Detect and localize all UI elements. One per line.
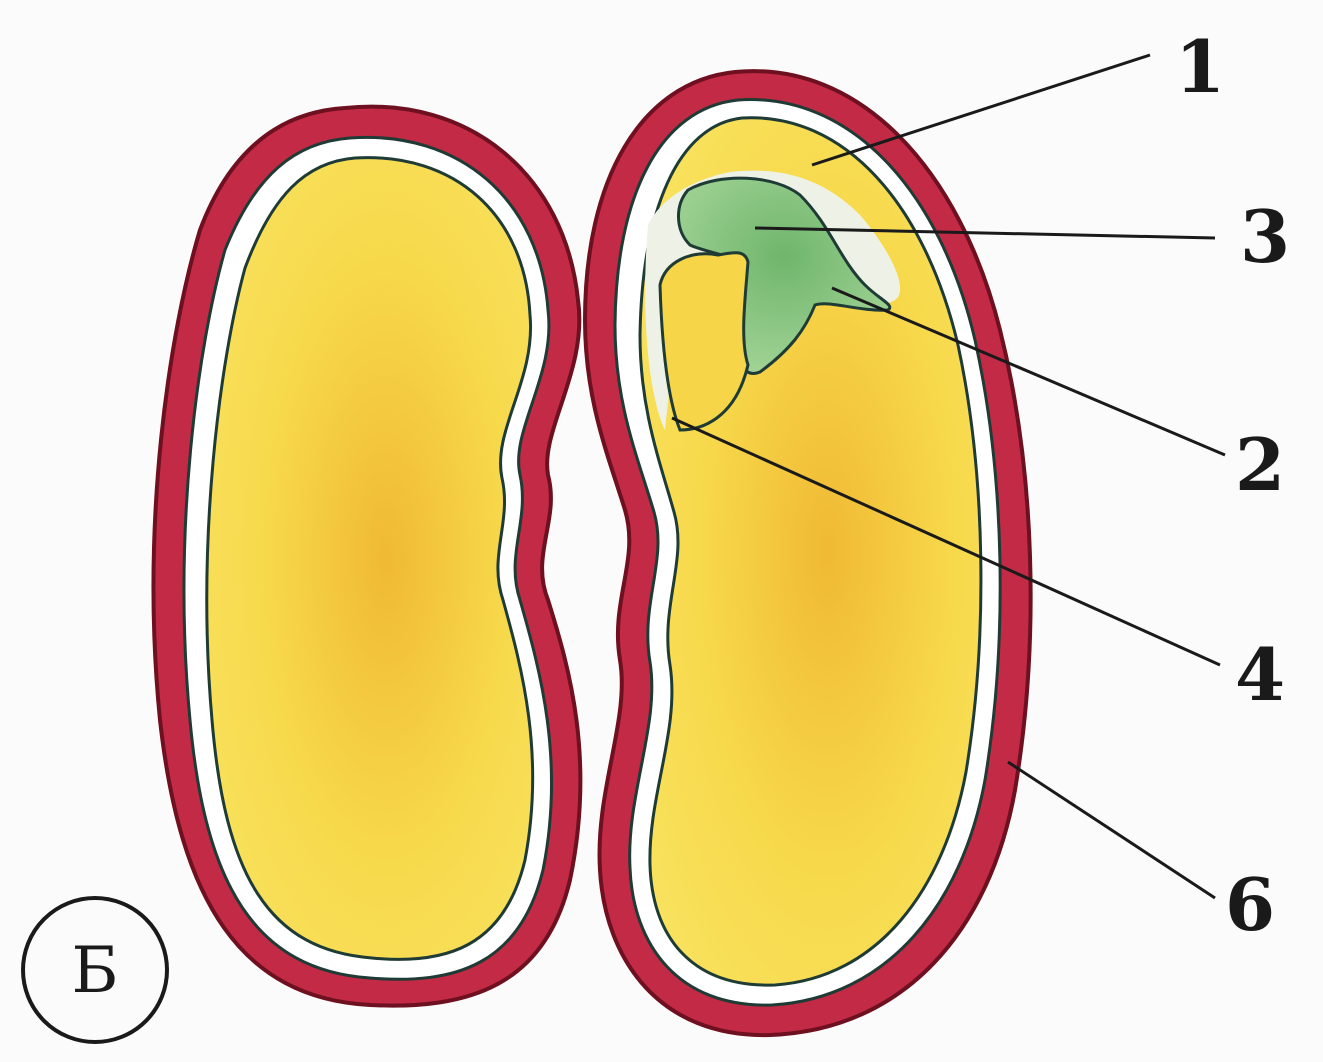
callout-3: 3: [1240, 194, 1290, 279]
panel-label-letter: Б: [71, 934, 118, 1008]
callout-2: 2: [1235, 422, 1285, 507]
right-cotyledon-half: [585, 71, 1031, 1035]
callout-numbers: 1 3 2 4 6: [1175, 24, 1290, 947]
callout-4: 4: [1235, 632, 1285, 717]
callout-6: 6: [1225, 862, 1275, 947]
left-cotyledon-half: [154, 107, 581, 1006]
left-cotyledon-body: [207, 158, 533, 960]
callout-1: 1: [1175, 24, 1225, 109]
panel-label: Б: [23, 898, 167, 1042]
leader-line-6: [1008, 762, 1215, 898]
